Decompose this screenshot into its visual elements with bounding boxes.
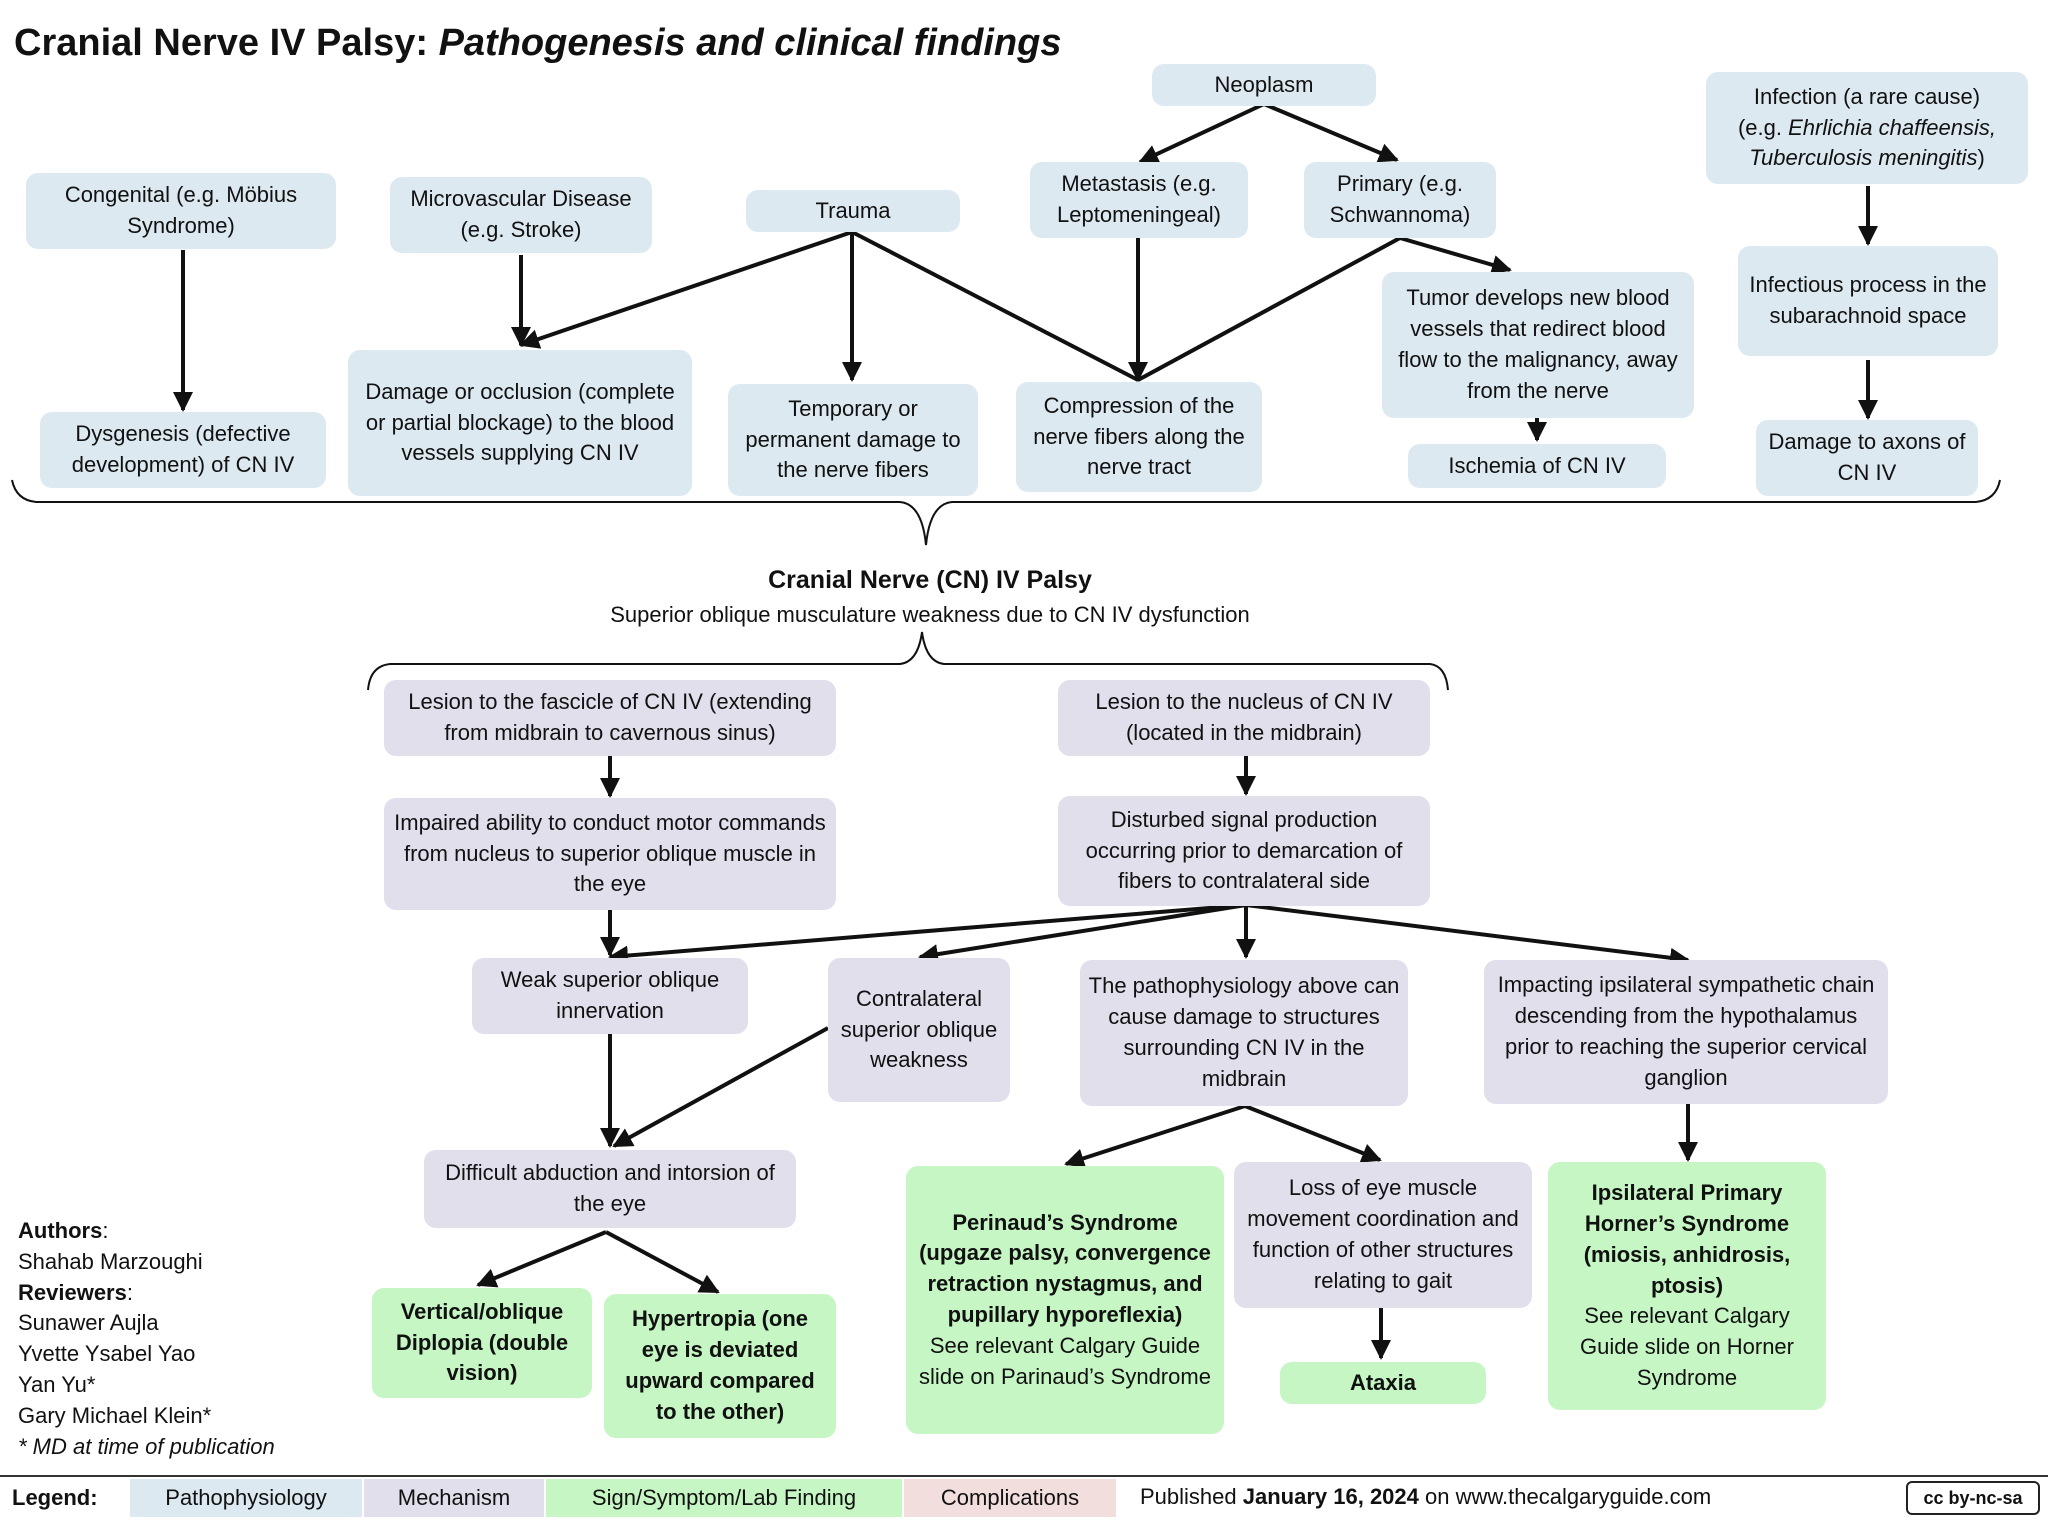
fascicle-lesion-box: Lesion to the fascicle of CN IV (extendi…: [384, 680, 836, 756]
legend-pathophysiology: Pathophysiology: [130, 1479, 362, 1517]
weak-innervation-box: Weak superior oblique innervation: [472, 958, 748, 1034]
damage-axons-box: Damage to axons of CN IV: [1756, 420, 1978, 496]
diplopia-box: Vertical/oblique Diplopia (double vision…: [372, 1288, 592, 1398]
license-icon: cc by-nc-sa: [1906, 1481, 2040, 1515]
legend-complications: Complications: [904, 1479, 1116, 1517]
legend-label: Legend:: [12, 1485, 98, 1510]
page-title: Cranial Nerve IV Palsy: Pathogenesis and…: [14, 22, 1062, 64]
damage-occlusion-box: Damage or occlusion (complete or partial…: [348, 350, 692, 496]
neoplasm-box: Neoplasm: [1152, 64, 1376, 106]
primary-box: Primary (e.g. Schwannoma): [1304, 162, 1496, 238]
tumor-vessels-box: Tumor develops new blood vessels that re…: [1382, 272, 1694, 418]
congenital-box: Congenital (e.g. Möbius Syndrome): [26, 173, 336, 249]
trauma-box: Trauma: [746, 190, 960, 232]
central-subtitle: Superior oblique musculature weakness du…: [610, 602, 1250, 627]
legend-bar: [0, 1475, 2048, 1521]
central-title: Cranial Nerve (CN) IV Palsy: [768, 566, 1092, 594]
infection-box: Infection (a rare cause)(e.g. Ehrlichia …: [1706, 72, 2028, 184]
loss-coordination-box: Loss of eye muscle movement coordination…: [1234, 1162, 1532, 1308]
temp-perm-damage-box: Temporary or permanent damage to the ner…: [728, 384, 978, 496]
dysgenesis-box: Dysgenesis (defective development) of CN…: [40, 412, 326, 488]
contralateral-weakness-box: Contralateral superior oblique weakness: [828, 958, 1010, 1102]
legend-sign-symptom: Sign/Symptom/Lab Finding: [546, 1479, 902, 1517]
hypertropia-box: Hypertropia (one eye is deviated upward …: [604, 1294, 836, 1438]
compression-box: Compression of the nerve fibers along th…: [1016, 382, 1262, 492]
horner-syndrome-box: Ipsilateral Primary Horner’s Syndrome (m…: [1548, 1162, 1826, 1410]
pathophysiology-above-box: The pathophysiology above can cause dama…: [1080, 960, 1408, 1106]
nucleus-lesion-box: Lesion to the nucleus of CN IV (located …: [1058, 680, 1430, 756]
ataxia-box: Ataxia: [1280, 1362, 1486, 1404]
infectious-process-box: Infectious process in the subarachnoid s…: [1738, 246, 1998, 356]
impaired-conduction-box: Impaired ability to conduct motor comman…: [384, 798, 836, 910]
perinaud-syndrome-box: Perinaud’s Syndrome (upgaze palsy, conve…: [906, 1166, 1224, 1434]
metastasis-box: Metastasis (e.g. Leptomeningeal): [1030, 162, 1248, 238]
authors-block: Authors: Shahab Marzoughi Reviewers: Sun…: [18, 1218, 275, 1459]
publication-credit: Published January 16, 2024 on www.thecal…: [1140, 1484, 1712, 1509]
difficult-abduction-box: Difficult abduction and intorsion of the…: [424, 1150, 796, 1228]
sympathetic-chain-box: Impacting ipsilateral sympathetic chain …: [1484, 960, 1888, 1104]
ischemia-box: Ischemia of CN IV: [1408, 444, 1666, 488]
disturbed-signal-box: Disturbed signal production occurring pr…: [1058, 796, 1430, 906]
microvascular-box: Microvascular Disease (e.g. Stroke): [390, 177, 652, 253]
legend-mechanism: Mechanism: [364, 1479, 544, 1517]
